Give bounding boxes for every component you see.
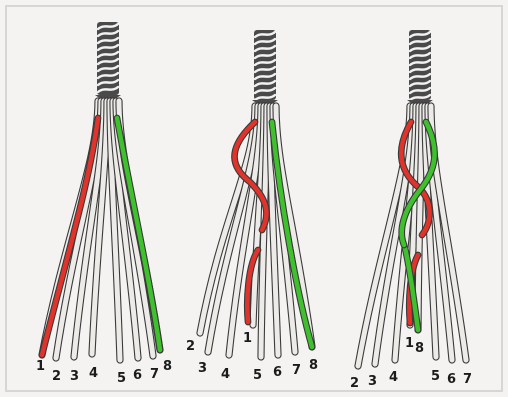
strand-label: 3: [70, 369, 79, 384]
strand-label: 6: [273, 365, 282, 380]
strands-1: [42, 101, 160, 360]
strand-label: 1: [36, 359, 45, 374]
strand-label: 5: [117, 371, 126, 386]
strand-label: 7: [292, 363, 301, 378]
strand-label: 1: [405, 336, 414, 351]
strand-label: 6: [447, 372, 456, 387]
strand-label: 3: [368, 374, 377, 389]
strand-label: 2: [52, 369, 61, 384]
strand-label: 8: [309, 358, 318, 373]
panel-3: 2 3 4 1 8 5 6 7: [350, 30, 472, 391]
strand-label: 1: [243, 331, 252, 346]
strand-label: 4: [221, 367, 230, 382]
labels-2: 2 3 4 1 5 6 7 8: [186, 331, 318, 383]
strand-label: 7: [463, 372, 472, 387]
strand-label: 4: [389, 370, 398, 385]
strand-label: 2: [350, 376, 359, 391]
strand-label: 2: [186, 339, 195, 354]
strand-label: 7: [150, 367, 159, 382]
strands-3: [358, 106, 466, 366]
strand-label: 4: [89, 366, 98, 381]
panel-1: 1 2 3 4 5 6 7 8: [36, 22, 172, 386]
rope-head-2: [252, 30, 278, 105]
strand-label: 5: [253, 368, 262, 383]
strand-label: 5: [431, 369, 440, 384]
strand-label: 8: [415, 341, 424, 356]
rope-head-1: [95, 22, 121, 100]
rope-head-3: [407, 30, 433, 105]
strand-label: 3: [198, 361, 207, 376]
labels-1: 1 2 3 4 5 6 7 8: [36, 359, 172, 386]
strand-label: 8: [163, 359, 172, 374]
panel-2: 2 3 4 1 5 6 7 8: [186, 30, 318, 383]
strand-label: 6: [133, 368, 142, 383]
strands-2: [200, 106, 312, 357]
